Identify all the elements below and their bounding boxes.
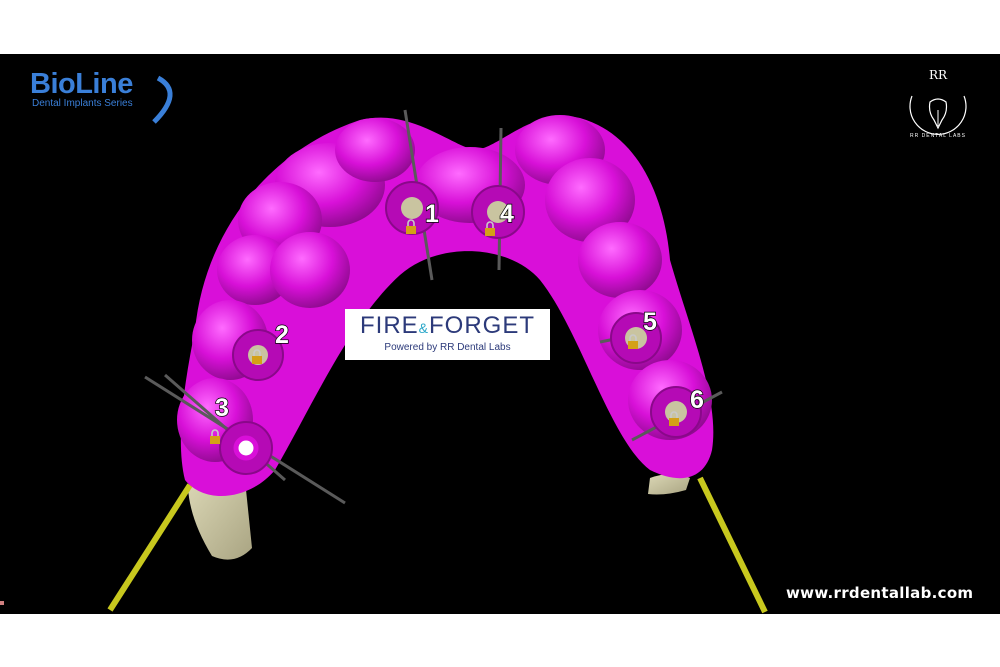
implant-sleeves (219, 181, 702, 475)
banner-title-amp: & (418, 320, 429, 336)
banner-title-part1: FIRE (359, 312, 419, 339)
lock-icon[interactable] (485, 221, 495, 236)
lock-icon[interactable] (628, 334, 638, 349)
surgical-guide-model[interactable]: 1 2 3 4 5 6 (0, 54, 1000, 614)
lock-icon[interactable] (210, 429, 220, 444)
logo-monogram: RR (928, 68, 948, 82)
implant-label-3[interactable]: 3 (214, 393, 229, 422)
edge-marker (0, 601, 4, 605)
website-url[interactable]: www.rrdentallab.com (786, 584, 974, 602)
lock-icon[interactable] (406, 219, 416, 234)
tooth-implant-icon (909, 95, 967, 135)
implant-label-6[interactable]: 6 (689, 385, 704, 414)
bioline-logo: BioLine Dental Implants Series (30, 68, 173, 124)
lock-icon[interactable] (669, 411, 679, 426)
brand-tagline: Dental Implants Series (32, 98, 133, 109)
lock-icon[interactable] (252, 349, 262, 364)
fixation-pin-right (697, 476, 768, 614)
bone-model-left (188, 476, 252, 560)
implant-label-2[interactable]: 2 (274, 320, 289, 349)
fire-and-forget-banner: FIRE&FORGET Powered by RR Dental Labs (345, 309, 550, 360)
bone-model-right (648, 474, 690, 495)
implant-label-1[interactable]: 1 (424, 199, 439, 228)
rr-dental-labs-logo: RR RR DENTAL LABS (902, 68, 974, 139)
3d-viewport[interactable]: 1 2 3 4 5 6 (0, 54, 1000, 614)
banner-title-part2: FORGET (429, 312, 535, 339)
logo-arc-text: RR DENTAL LABS (910, 133, 966, 139)
fixation-pin-left (107, 483, 193, 612)
banner-subtitle: Powered by RR Dental Labs (384, 342, 511, 353)
implant-label-5[interactable]: 5 (642, 307, 657, 336)
implant-label-4[interactable]: 4 (499, 199, 514, 228)
brand-name: BioLine (30, 68, 133, 100)
banner-title: FIRE&FORGET (345, 312, 550, 340)
swoosh-icon (152, 75, 173, 124)
